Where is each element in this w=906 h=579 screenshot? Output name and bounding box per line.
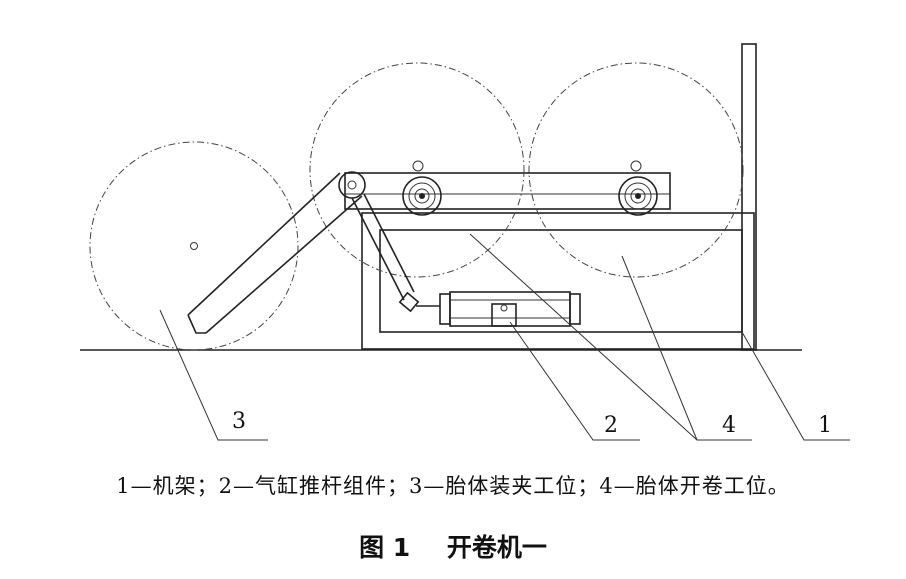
unwind-station-circle-left bbox=[309, 62, 525, 278]
callout-3: 3 bbox=[232, 409, 246, 434]
figure-caption: 图 1 开卷机一 bbox=[0, 528, 906, 564]
figure-number: 图 1 bbox=[359, 533, 411, 562]
callout-1: 1 bbox=[818, 413, 832, 438]
callout-2: 2 bbox=[604, 413, 618, 438]
legend-text: 1—机架；2—气缸推杆组件；3—胎体装夹工位；4—胎体开卷工位。 bbox=[116, 474, 790, 498]
unwind-station-circle-right bbox=[528, 62, 744, 278]
cylinder-rod-assembly bbox=[351, 193, 581, 327]
swing-arm bbox=[187, 171, 366, 334]
callout-4: 4 bbox=[722, 413, 736, 438]
roller-beam bbox=[344, 160, 671, 210]
frame bbox=[361, 43, 757, 351]
figure-title: 开卷机一 bbox=[446, 533, 547, 562]
roller-left bbox=[402, 176, 442, 216]
roller-right bbox=[618, 176, 658, 216]
leader-lines bbox=[159, 233, 850, 441]
casing-clamp-station-circle bbox=[89, 141, 299, 351]
casing-center-mark bbox=[190, 242, 198, 250]
